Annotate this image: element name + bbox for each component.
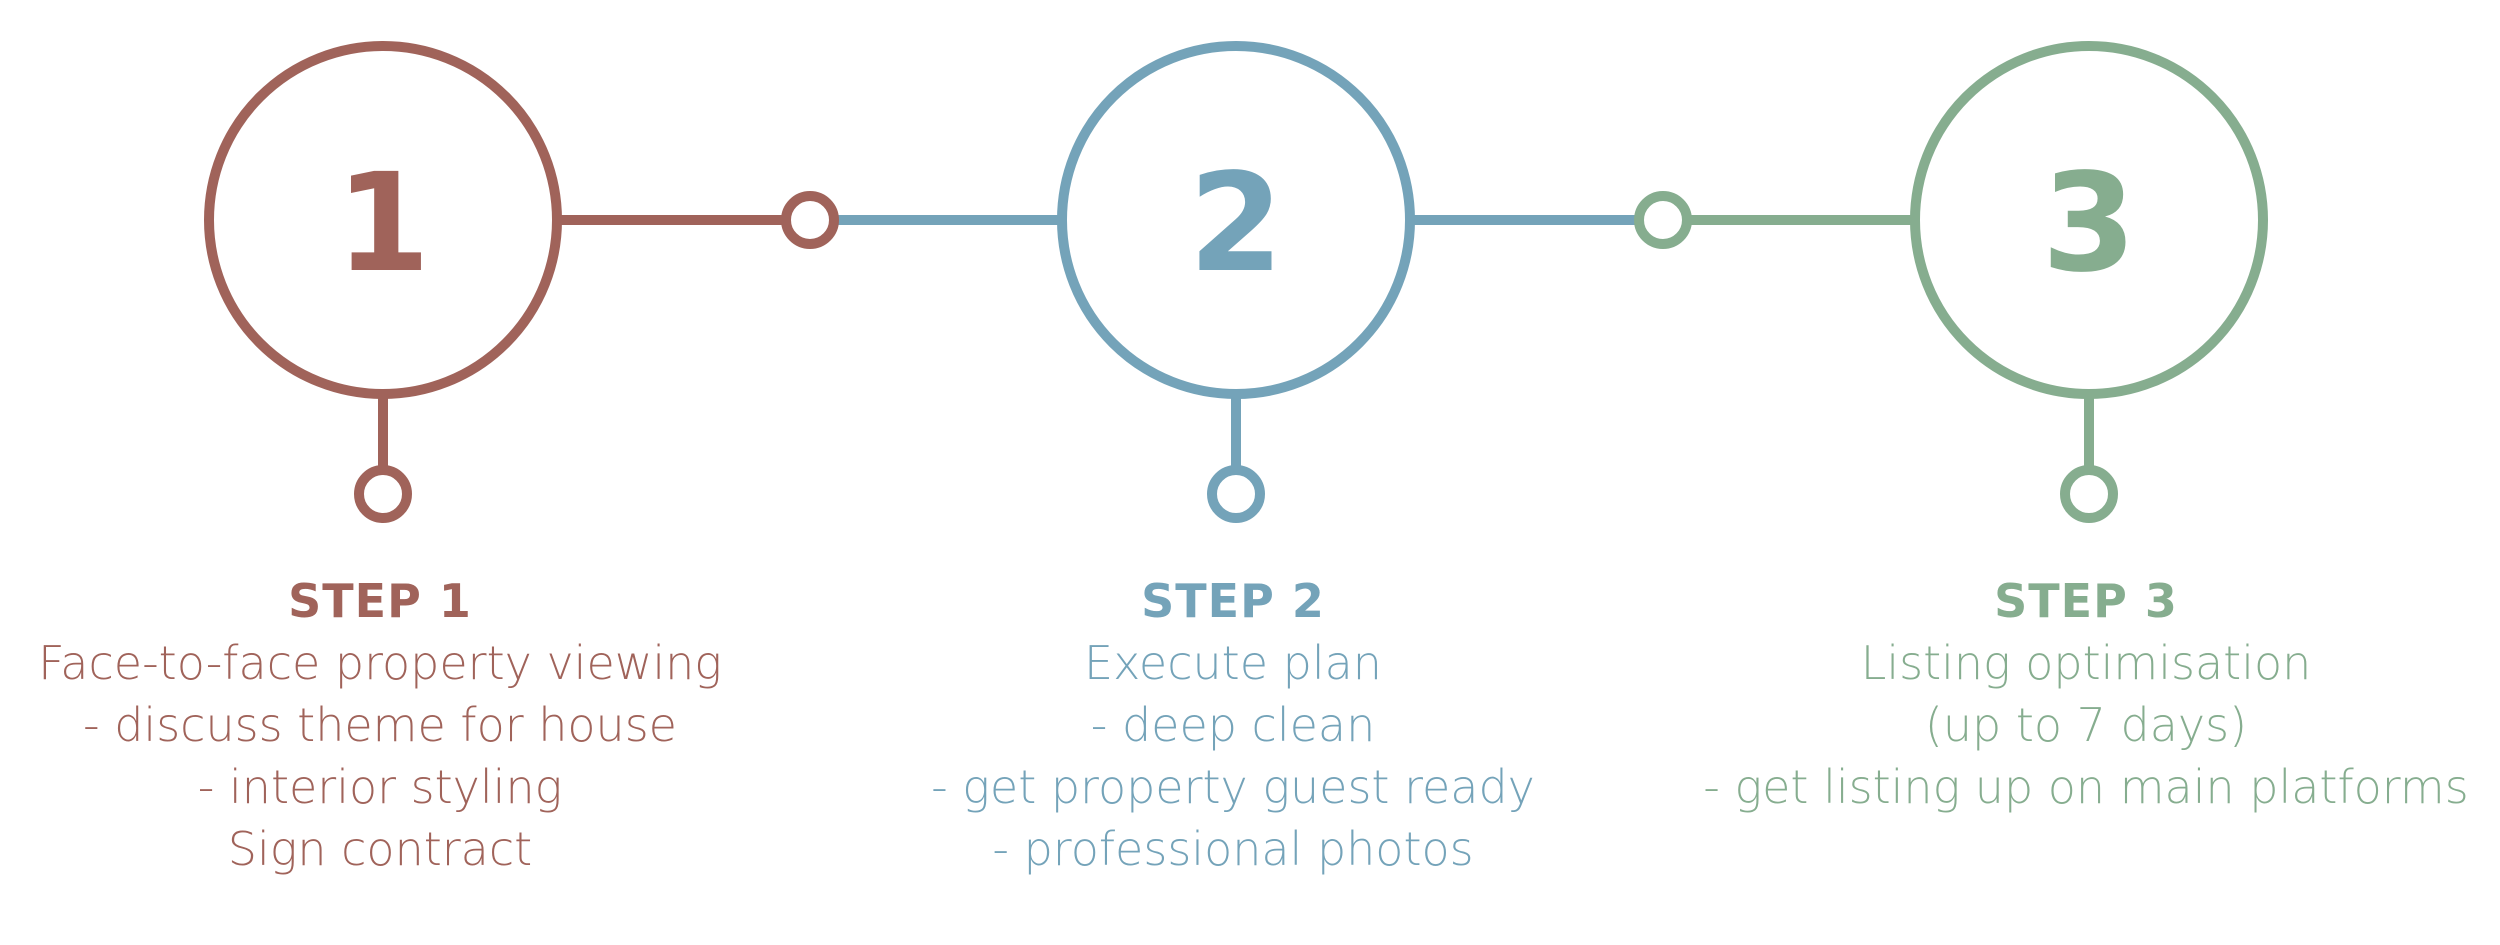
step-2-line-2: - deep clean: [1090, 698, 1376, 752]
step-1-line-4: Sign contract: [227, 822, 533, 876]
step-1-line-2: - discuss theme for house: [83, 698, 677, 752]
step-1-line-3: - interior styling: [197, 760, 563, 814]
step-2-line-1: Execute plan: [1084, 636, 1382, 690]
step-number-2: 2: [1189, 145, 1284, 303]
connector-node-2: [1634, 191, 1692, 249]
step-3-line-1: Listing optimisation: [1860, 636, 2312, 690]
step-number-3: 3: [2042, 145, 2137, 303]
step-number-1: 1: [336, 145, 431, 303]
step-node-3: [2060, 465, 2118, 523]
step-caption-3: STEP 3 Listing optimisation (up to 7 day…: [1696, 570, 2476, 818]
step-title-3: STEP 3: [1994, 574, 2178, 628]
step-node-1: [354, 465, 412, 523]
step-3-line-2: (up to 7 days): [1924, 698, 2248, 752]
connector-node-1: [781, 191, 839, 249]
step-title-2: STEP 2: [1141, 574, 1325, 628]
step-1-line-1: Face-to-face property viewing: [38, 636, 722, 690]
step-caption-2: STEP 2 Execute plan - deep clean - get p…: [843, 570, 1623, 880]
step-2-line-3: - get property guest ready: [931, 760, 1535, 814]
step-2-line-4: - professional photos: [992, 822, 1474, 876]
step-caption-1: STEP 1 Face-to-face property viewing - d…: [0, 570, 770, 880]
step-title-1: STEP 1: [288, 574, 472, 628]
step-3-line-3: - get listing up on main platforms: [1703, 760, 2469, 814]
step-node-2: [1207, 465, 1265, 523]
